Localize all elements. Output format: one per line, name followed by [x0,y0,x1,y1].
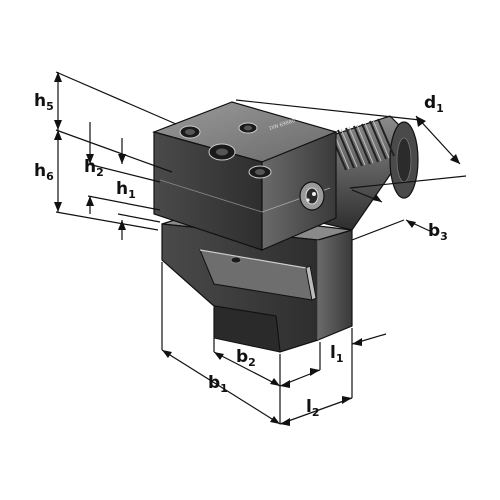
ext-h2-top [87,163,161,183]
label-h2: h2 [84,157,104,179]
slide-edge-highlight [199,249,307,269]
dim-b1 [161,349,281,425]
label-l1: l1 [330,343,343,365]
block-right-face [261,131,337,251]
ext-h1-top [87,195,161,211]
upper-block: DIN 69880 [152,101,338,251]
base-right-face [317,229,353,341]
ext-h5-top [55,71,177,125]
top-holes [179,122,272,179]
shaft-end-core [396,137,412,183]
dim-l2 [279,397,353,425]
ext-h6-top [55,129,173,173]
ext-h1-bottom [117,213,161,223]
label-h5: h5 [34,91,54,113]
block-bevel-line [159,179,263,213]
label-l2: l2 [306,397,319,419]
label-b1: b1 [208,373,228,395]
label-h6: h6 [34,161,54,183]
label-b3: b3 [428,221,448,243]
shaft [317,115,419,231]
coolant-nozzle [299,181,325,211]
dimension-labels: h5 h6 h2 h1 d1 b3 b2 b1 l1 l2 [34,91,448,419]
slide-hole [230,256,242,264]
arrowheads [54,72,460,426]
ext-b3 [351,219,405,241]
ext-h6-bottom [55,211,159,231]
dim-b2 [213,351,281,387]
slide-end [305,265,317,301]
label-d1: d1 [424,93,444,115]
dim-d1 [415,115,461,165]
label-h1: h1 [116,179,136,201]
shaft-serration-highlights [332,119,390,170]
label-b2: b2 [236,347,256,369]
ext-d1-bottom [349,175,467,189]
ext-d1-top [235,99,421,121]
